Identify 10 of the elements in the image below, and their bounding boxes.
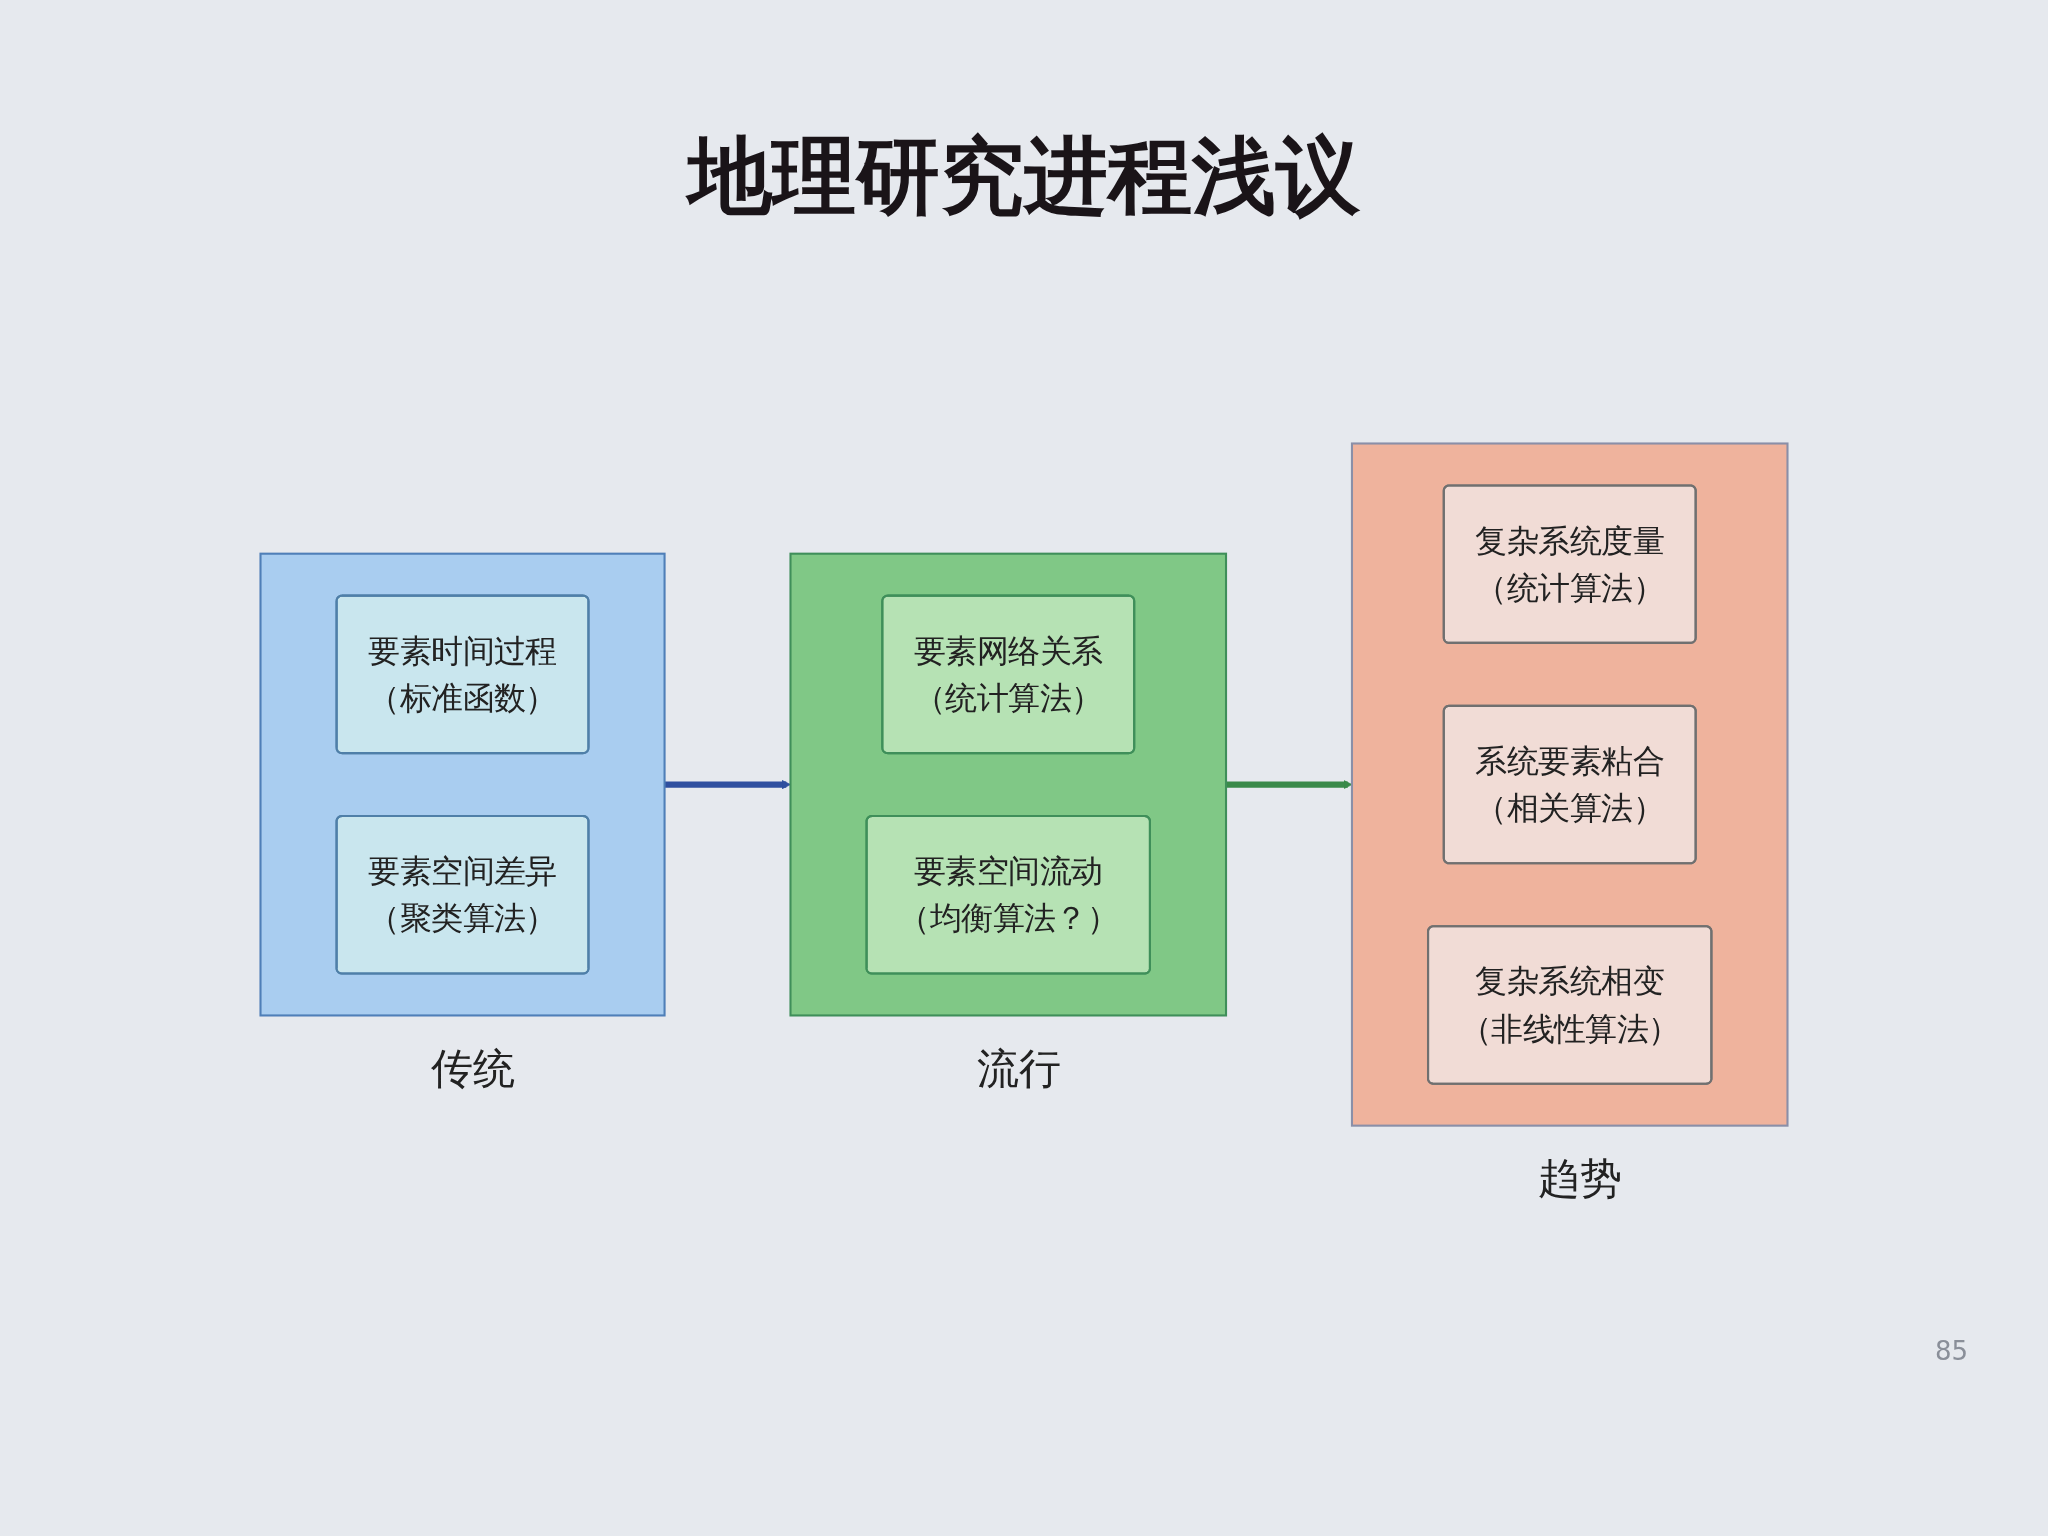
node-label: 传统	[431, 1044, 515, 1093]
page-number: 85	[1934, 1336, 1968, 1366]
slide-title: 地理研究进程浅议	[0, 120, 2048, 234]
node-label: 趋势	[1538, 1154, 1623, 1203]
cluster	[259, 552, 666, 1017]
node-label: 流行	[976, 1044, 1061, 1093]
arrow	[664, 780, 791, 790]
cluster	[1350, 442, 1789, 1128]
cluster	[789, 552, 1228, 1017]
arrow	[1226, 780, 1353, 790]
